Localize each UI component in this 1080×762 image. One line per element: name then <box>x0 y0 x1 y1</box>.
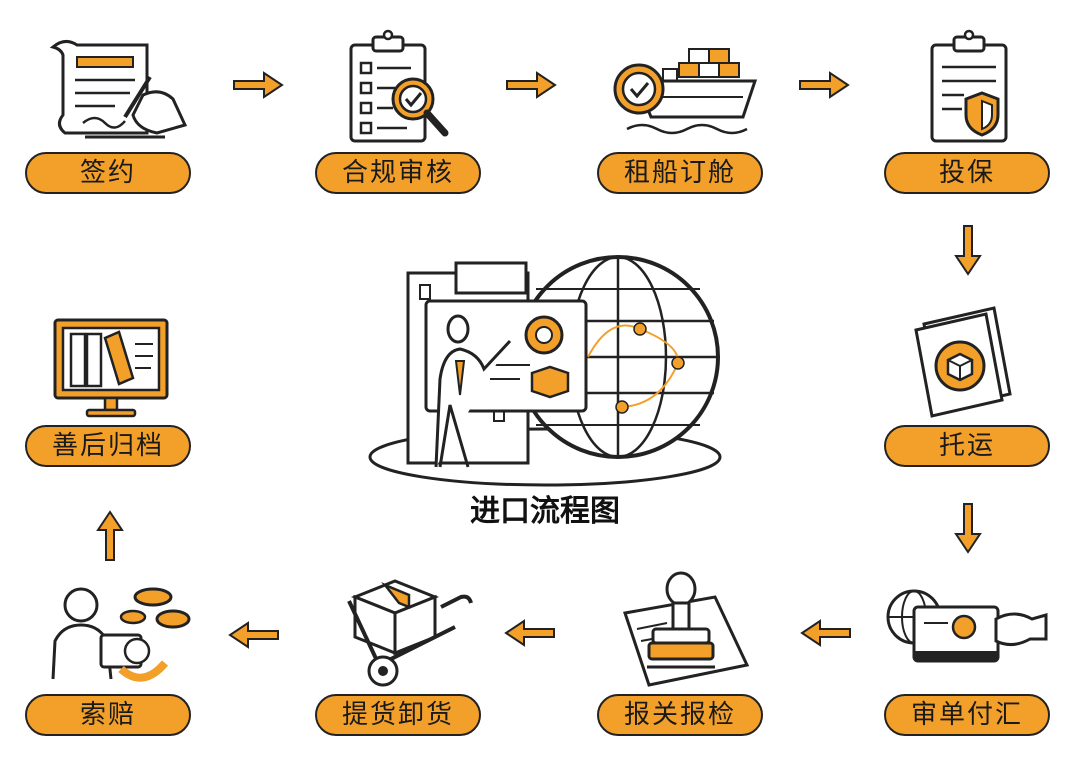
step-document-review-payment: 审单付汇 <box>884 567 1054 736</box>
customs-stamp-icon <box>623 571 750 687</box>
step-sign-contract: 签约 <box>25 25 195 194</box>
step-label: 审单付汇 <box>884 694 1050 736</box>
contract-signing-icon <box>49 40 188 139</box>
claim-coins-icon <box>51 587 191 682</box>
arrow-down-icon <box>954 225 982 276</box>
arrow-right-icon <box>233 71 284 99</box>
clipboard-check-icon <box>349 29 449 143</box>
step-label: 善后归档 <box>25 425 191 467</box>
arrow-up-icon <box>96 510 124 561</box>
step-compliance-review: 合规审核 <box>315 25 485 194</box>
arrow-left-icon <box>228 621 279 649</box>
arrow-down-icon <box>954 503 982 554</box>
insurance-shield-icon <box>930 29 1008 143</box>
step-archive: 善后归档 <box>25 298 195 467</box>
hand-truck-box-icon <box>347 579 473 687</box>
step-label: 租船订舱 <box>597 152 763 194</box>
step-label: 投保 <box>884 152 1050 194</box>
step-label: 索赔 <box>25 694 191 736</box>
arrow-left-icon <box>800 619 851 647</box>
step-customs-inspection: 报关报检 <box>597 567 767 736</box>
step-label: 签约 <box>25 152 191 194</box>
cargo-ship-icon <box>613 48 758 135</box>
diagram-title: 进口流程图 <box>470 494 620 529</box>
step-label: 合规审核 <box>315 152 481 194</box>
step-charter-booking: 租船订舱 <box>597 25 767 194</box>
archive-monitor-icon <box>53 318 169 418</box>
arrow-left-icon <box>504 619 555 647</box>
payment-card-globe-icon <box>886 589 1048 663</box>
step-claim: 索赔 <box>25 567 195 736</box>
arrow-right-icon <box>506 71 557 99</box>
step-consignment: 托运 <box>884 298 1054 467</box>
step-label: 报关报检 <box>597 694 763 736</box>
step-label: 提货卸货 <box>315 694 481 736</box>
step-insurance: 投保 <box>884 25 1054 194</box>
step-label: 托运 <box>884 425 1050 467</box>
step-pickup-unload: 提货卸货 <box>315 567 485 736</box>
arrow-right-icon <box>799 71 850 99</box>
center-globe-illustration <box>368 255 722 487</box>
shipping-document-icon <box>914 306 1012 418</box>
